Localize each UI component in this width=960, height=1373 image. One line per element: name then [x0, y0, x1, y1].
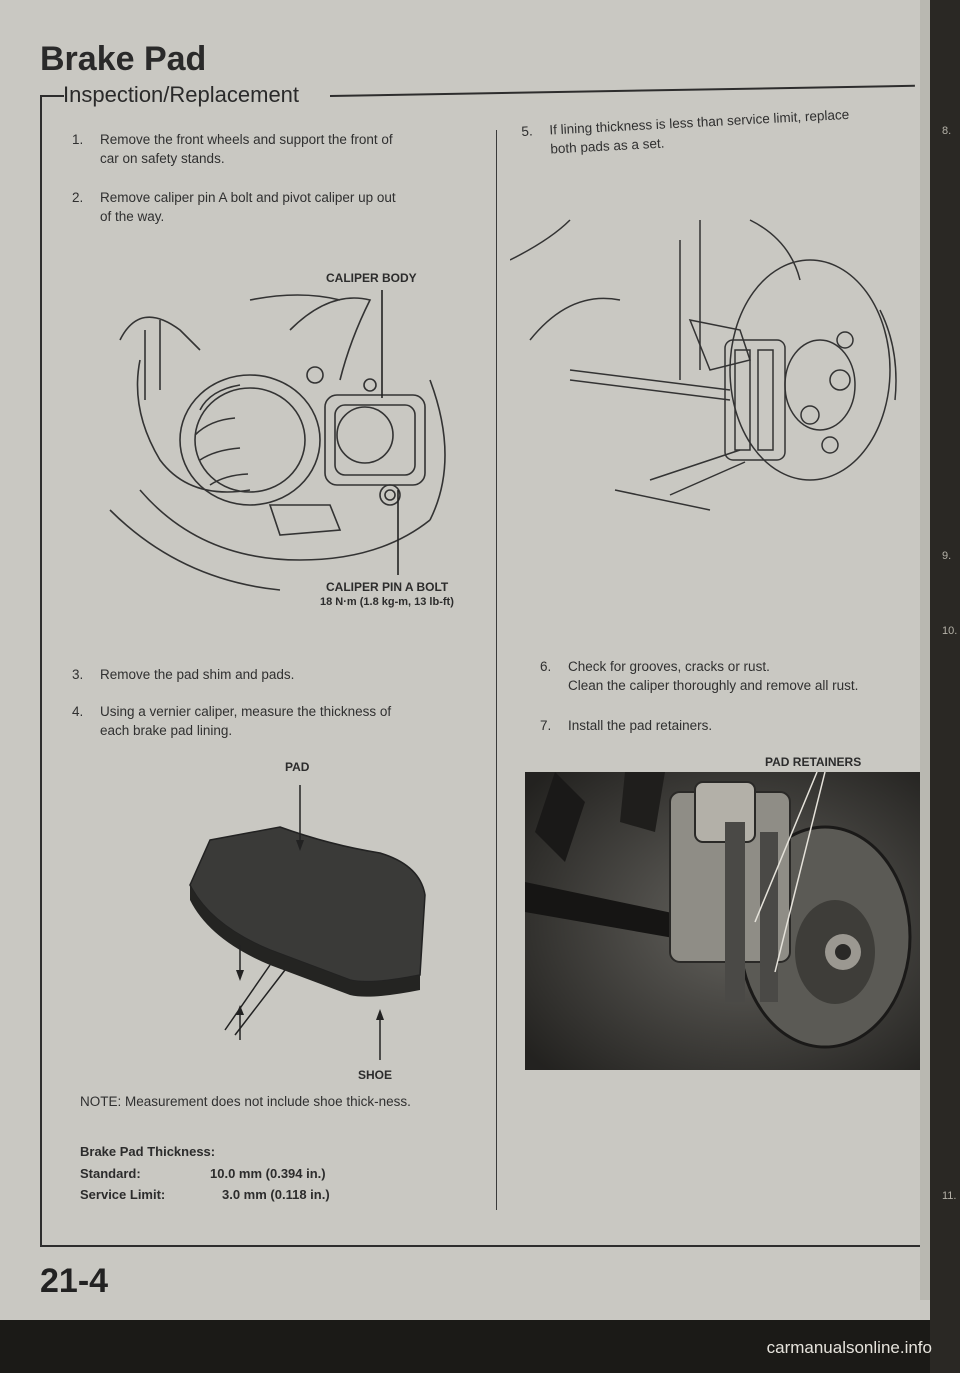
step-2: 2. Remove caliper pin A bolt and pivot c… — [72, 188, 482, 228]
step-text: Remove caliper pin A bolt and pivot cali… — [100, 190, 396, 224]
section-subtitle: Inspection/Replacement — [63, 82, 300, 107]
label-caliper-pin-bolt: CALIPER PIN A BOLT — [326, 580, 449, 594]
step-1: 1. Remove the front wheels and support t… — [72, 130, 482, 170]
spec-limit-value: 3.0 mm (0.118 in.) — [222, 1187, 330, 1202]
label-torque: 18 N·m (1.8 kg-m, 13 lb-ft) — [320, 596, 454, 608]
step-7: 7. Install the pad retainers. — [540, 716, 925, 736]
step-6: 6. Check for grooves, cracks or rust.Cle… — [540, 657, 925, 697]
step-number: 3. — [72, 667, 84, 682]
step-text: Remove the pad shim and pads. — [100, 667, 295, 682]
step-text: Check for grooves, cracks or rust.Clean … — [568, 659, 859, 693]
label-caliper-body: CALIPER BODY — [326, 271, 417, 285]
step-number: 1. — [72, 132, 84, 147]
margin-number: 10. — [942, 625, 958, 637]
spec-limit-label: Service Limit: — [80, 1187, 166, 1202]
margin-number: 9. — [942, 550, 952, 562]
step-number: 5. — [521, 123, 534, 140]
step-number: 2. — [72, 190, 84, 205]
frame-line — [40, 1245, 920, 1247]
label-pad-retainers: PAD RETAINERS — [765, 755, 862, 769]
background-edge — [930, 0, 960, 1373]
brake-photo — [525, 772, 920, 1070]
step-3: 3. Remove the pad shim and pads. — [72, 665, 482, 685]
page-title: Brake Pad — [40, 40, 207, 78]
spec-heading: Brake Pad Thickness: — [80, 1144, 216, 1159]
frame-line — [40, 95, 42, 1245]
note-text: NOTE: Measurement does not include shoe … — [80, 1094, 411, 1109]
brake-pad-illustration — [189, 785, 426, 1060]
column-divider — [496, 130, 497, 1210]
label-shoe: SHOE — [358, 1068, 393, 1082]
step-text: Remove the front wheels and support the … — [100, 132, 393, 166]
footer-watermark: carmanualsonline.info — [766, 1338, 932, 1357]
spec-standard-label: Standard: — [80, 1166, 141, 1181]
label-pad: PAD — [285, 760, 310, 774]
margin-number: 8. — [942, 125, 952, 137]
step-4: 4. Using a vernier caliper, measure the … — [72, 702, 482, 742]
step-number: 6. — [540, 659, 552, 674]
frame-line — [40, 95, 64, 97]
step-text: Using a vernier caliper, measure the thi… — [100, 704, 392, 738]
step-number: 4. — [72, 704, 84, 719]
caliper-illustration — [109, 290, 446, 591]
spec-standard-value: 10.0 mm (0.394 in.) — [210, 1166, 326, 1181]
step-number: 7. — [540, 718, 552, 733]
disc-brake-illustration — [510, 219, 897, 511]
step-text: Install the pad retainers. — [568, 718, 713, 733]
manual-page — [0, 0, 930, 1320]
margin-number: 11. — [942, 1190, 957, 1202]
page-number: 21-4 — [40, 1262, 109, 1300]
